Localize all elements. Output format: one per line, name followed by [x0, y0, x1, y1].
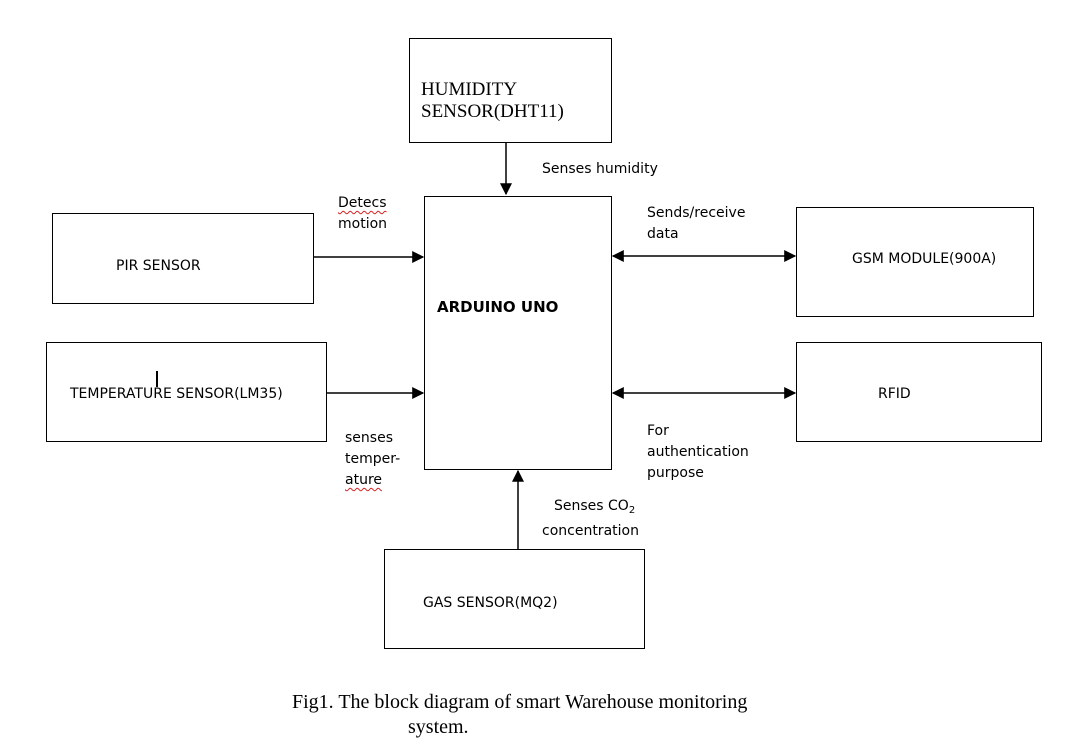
rfid-annotation-line2: authentication — [647, 444, 749, 460]
text-cursor — [156, 371, 158, 387]
figure-caption-line2: system. — [408, 716, 469, 738]
temperature-annotation-line2: temper- — [345, 451, 401, 467]
pir-annotation-line1: Detecs — [338, 195, 387, 211]
gsm-module-block: GSM MODULE(900A) — [796, 207, 1034, 317]
humidity-sensor-block: HUMIDITY SENSOR(DHT11) — [409, 38, 612, 143]
gas-sensor-label: GAS SENSOR(MQ2) — [423, 595, 558, 611]
arduino-uno-label: ARDUINO UNO — [437, 298, 559, 316]
temperature-annotation-line1: senses — [345, 430, 393, 446]
rfid-label: RFID — [878, 386, 911, 402]
gas-annotation-line1: Senses CO2 — [542, 496, 639, 521]
humidity-sensor-label-line2: SENSOR(DHT11) — [421, 101, 564, 122]
rfid-annotation-line1: For — [647, 423, 669, 439]
humidity-sensor-label-line1: HUMIDITY — [421, 79, 518, 100]
pir-annotation: Detecs motion — [338, 193, 387, 235]
gsm-annotation-line2: data — [647, 226, 679, 242]
pir-annotation-line2: motion — [338, 216, 388, 232]
gas-annotation-prefix: Senses CO — [554, 498, 629, 514]
gas-sensor-block: GAS SENSOR(MQ2) — [384, 549, 645, 649]
humidity-annotation: Senses humidity — [542, 161, 658, 177]
gas-annotation: Senses CO2 concentration — [542, 496, 639, 542]
gsm-annotation: Sends/receive data — [647, 203, 745, 245]
pir-sensor-label: PIR SENSOR — [116, 258, 201, 274]
gas-annotation-line2: concentration — [542, 523, 639, 539]
rfid-annotation-line3: purpose — [647, 465, 704, 481]
gas-annotation-subscript: 2 — [628, 505, 636, 516]
rfid-block: RFID — [796, 342, 1042, 442]
temperature-annotation-line3: ature — [345, 472, 383, 488]
rfid-annotation: For authentication purpose — [647, 421, 749, 484]
temperature-sensor-block: TEMPERATURE SENSOR(LM35) — [46, 342, 327, 442]
arduino-uno-block: ARDUINO UNO — [424, 196, 612, 470]
gsm-annotation-line1: Sends/receive — [647, 205, 746, 221]
figure-caption-line1: Fig1. The block diagram of smart Warehou… — [292, 691, 748, 713]
temperature-annotation: senses temper- ature — [345, 428, 400, 491]
temperature-sensor-label: TEMPERATURE SENSOR(LM35) — [70, 386, 283, 402]
gsm-module-label: GSM MODULE(900A) — [852, 251, 997, 267]
pir-sensor-block: PIR SENSOR — [52, 213, 314, 304]
